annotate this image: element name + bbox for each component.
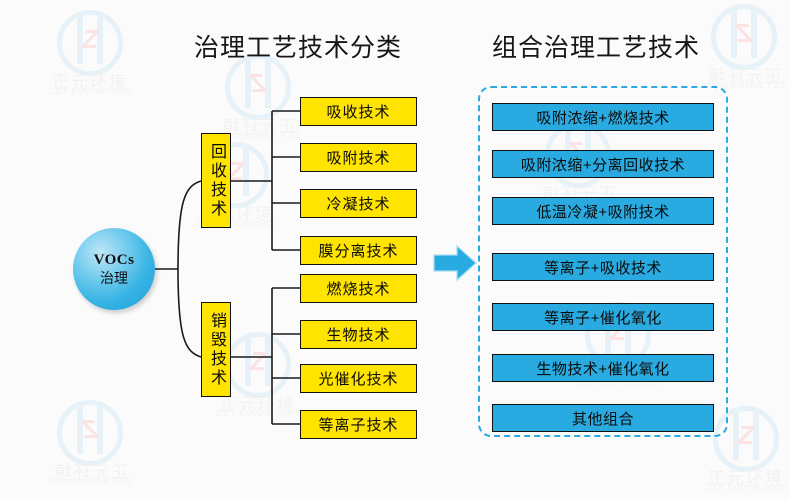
leaf-box[interactable]: 吸收技术 <box>300 97 417 126</box>
watermark-logo: Z 正元环境 Z&Y Environment <box>686 2 790 94</box>
logo-bar-icon <box>77 12 103 64</box>
left-section-title: 治理工艺技术分类 <box>194 34 403 62</box>
watermark-cn-text: 正元环境 <box>198 205 274 224</box>
combo-box[interactable]: 等离子+催化氧化 <box>492 303 714 331</box>
watermark-en-text: Z&Y Environment <box>194 218 278 229</box>
logo-z-icon: Z <box>250 346 266 376</box>
watermark-logo: Z 正元环境 Z&Y Environment <box>178 140 294 232</box>
watermark-cn-text: 正元环境 <box>706 67 782 86</box>
watermark-cn-text: 正元环境 <box>52 463 128 482</box>
watermark-logo: Z 正元环境 Z&Y Environment <box>32 398 148 490</box>
combo-box[interactable]: 吸附浓缩+燃烧技术 <box>492 103 714 131</box>
logo-ring-icon <box>711 4 777 70</box>
logo-bar-icon <box>77 402 103 454</box>
leaf-box[interactable]: 光催化技术 <box>300 364 417 393</box>
category-box-destruction[interactable]: 销毁技术 <box>201 302 231 397</box>
logo-ring-icon <box>225 332 291 398</box>
leaf-box[interactable]: 生物技术 <box>300 320 417 349</box>
logo-bar-icon <box>733 408 759 460</box>
logo-z-icon: Z <box>82 24 98 54</box>
leaf-box[interactable]: 燃烧技术 <box>300 274 417 303</box>
leaf-box[interactable]: 等离子技术 <box>300 410 417 439</box>
watermark-logo: Z 正元环境 Z&Y Environment <box>32 8 148 100</box>
combined-technologies-panel <box>478 86 728 437</box>
leaf-box[interactable]: 吸附技术 <box>300 143 417 172</box>
logo-z-icon: Z <box>82 414 98 444</box>
logo-bar-icon <box>245 334 271 386</box>
watermark-cn-text: 正元环境 <box>708 469 784 488</box>
watermark-en-text: Z&Y Environment <box>216 408 300 419</box>
combo-box[interactable]: 低温冷凝+吸附技术 <box>492 197 714 225</box>
logo-z-icon: Z <box>738 420 754 450</box>
flow-arrow-icon <box>433 244 477 282</box>
root-node-label-1: VOCs <box>93 251 135 268</box>
combo-box[interactable]: 其他组合 <box>492 404 714 432</box>
root-node-label-2: 治理 <box>100 269 128 286</box>
watermark-cn-text: 正元环境 <box>52 73 128 92</box>
leaf-box[interactable]: 冷凝技术 <box>300 189 417 218</box>
combo-box[interactable]: 等离子+吸收技术 <box>492 253 714 281</box>
watermark-en-text: Z&Y Environment <box>704 482 788 493</box>
leaf-box[interactable]: 膜分离技术 <box>300 236 417 265</box>
right-section-title: 组合治理工艺技术 <box>492 34 701 62</box>
logo-ring-icon <box>57 400 123 466</box>
watermark-en-text: Z&Y Environment <box>48 476 132 487</box>
root-node-vocs[interactable]: VOCs 治理 <box>73 228 155 310</box>
combo-box[interactable]: 生物技术+催化氧化 <box>492 354 714 382</box>
logo-z-icon: Z <box>250 68 266 98</box>
logo-bar-icon <box>731 6 757 58</box>
watermark-logo: Z 正元环境 Z&Y Environment <box>200 52 316 144</box>
combo-box[interactable]: 吸附浓缩+分离回收技术 <box>492 150 714 178</box>
logo-z-icon: Z <box>736 18 752 48</box>
category-box-recovery[interactable]: 回收技术 <box>201 133 231 228</box>
watermark-en-text: Z&Y Environment <box>48 86 132 97</box>
logo-ring-icon <box>57 10 123 76</box>
